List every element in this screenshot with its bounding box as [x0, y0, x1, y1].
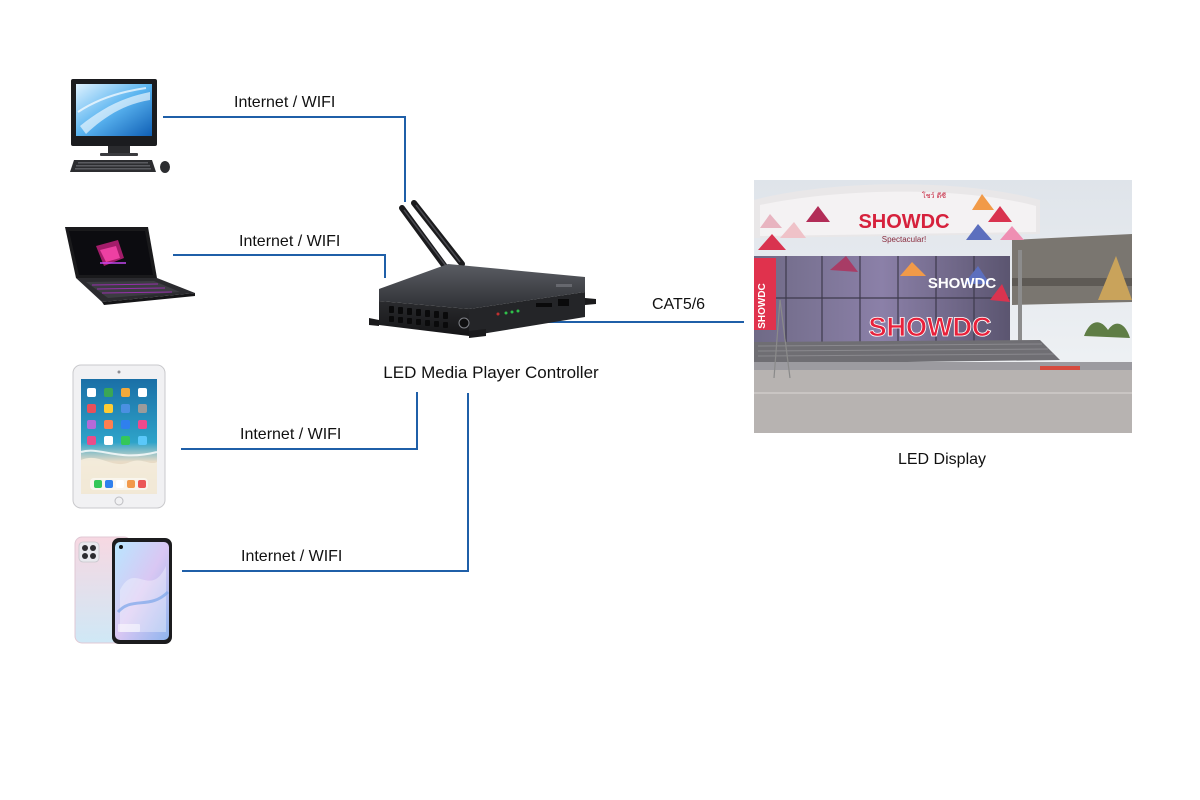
signage-top-title: SHOWDC — [858, 211, 949, 233]
media-player-controller-icon — [369, 200, 596, 338]
connection-line-desktop — [163, 116, 406, 202]
signage-banner-text: SHOWDC — [757, 283, 768, 329]
connection-line-laptop — [173, 254, 386, 278]
tablet-icon — [72, 364, 166, 509]
desktop-computer-icon — [70, 79, 170, 173]
connection-label-laptop: Internet / WIFI — [239, 233, 340, 250]
connection-label-display: CAT5/6 — [652, 296, 705, 313]
led-display-photo: SHOWDC Spectacular! โชว์ ดีซี SHOWDC SHO… — [754, 180, 1132, 433]
connection-label-tablet: Internet / WIFI — [240, 426, 341, 443]
connection-label-desktop: Internet / WIFI — [234, 94, 335, 111]
connection-line-tablet — [181, 392, 418, 450]
smartphone-icon — [74, 536, 172, 644]
laptop-icon — [65, 227, 195, 305]
controller-label: LED Media Player Controller — [383, 363, 599, 382]
signage-thai-text: โชว์ ดีซี — [922, 191, 946, 200]
signage-main-logo: SHOWDC — [869, 312, 992, 342]
signage-led-screen-text: SHOWDC — [928, 275, 996, 292]
signage-top-subtitle: Spectacular! — [882, 235, 926, 244]
connection-label-phone: Internet / WIFI — [241, 548, 342, 565]
connection-line-phone — [182, 393, 469, 572]
connection-lines — [163, 116, 744, 572]
display-label: LED Display — [898, 451, 986, 468]
